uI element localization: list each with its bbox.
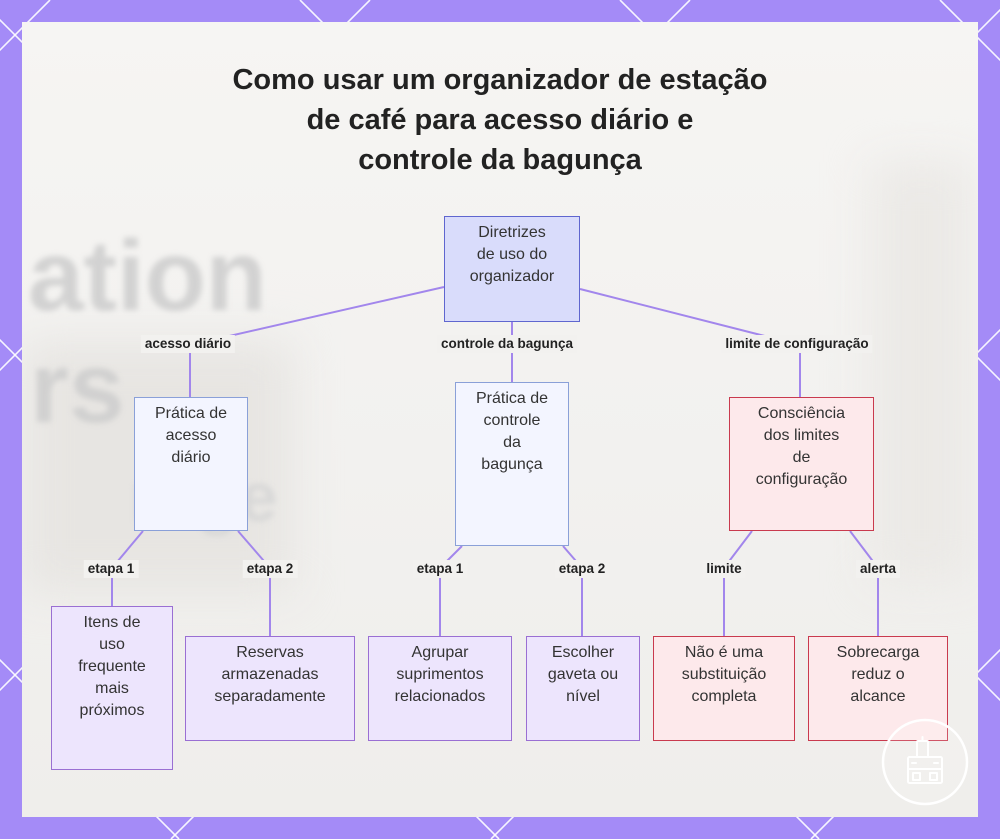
node-label-line: configuração (755, 471, 848, 488)
node-consciencia-limites-configuracao: Consciência dos limites de configuração (729, 397, 874, 531)
node-label-line: alcance (850, 688, 906, 705)
node-label-line: completa (691, 688, 757, 705)
edge-label-controle-bagunca: controle da bagunça (436, 335, 578, 353)
edge-label-etapa-1: etapa 1 (412, 560, 468, 578)
title-line: Como usar um organizador de estação (232, 64, 768, 96)
edge-label-limite: limite (702, 560, 746, 578)
edge-label-etapa-1: etapa 1 (83, 560, 139, 578)
node-escolher-gaveta-nivel: Escolher gaveta ou nível (526, 636, 640, 741)
node-pratica-acesso-diario: Prática de acesso diário (134, 397, 248, 531)
node-label-line: reduz o (851, 666, 905, 683)
background-text: rs (30, 332, 125, 444)
node-itens-uso-frequente: Itens de uso frequente mais próximos (51, 606, 173, 770)
node-label-line: Diretrizes (478, 224, 546, 241)
node-label-line: mais (95, 680, 129, 697)
node-diretrizes-uso-organizador: Diretrizes de uso do organizador (444, 216, 580, 322)
node-label-line: suprimentos (396, 666, 484, 683)
node-agrupar-suprimentos: Agrupar suprimentos relacionados (368, 636, 512, 741)
title-line: controle da bagunça (358, 144, 642, 176)
node-label-line: bagunça (481, 456, 543, 473)
node-label-line: separadamente (214, 688, 326, 705)
edge-label-etapa-2: etapa 2 (242, 560, 298, 578)
node-label-line: Sobrecarga (836, 644, 920, 661)
edge-label-limite-configuracao: limite de configuração (721, 335, 873, 353)
node-label-line: acesso (165, 427, 217, 444)
edge-label-alerta: alerta (855, 560, 901, 578)
node-label-line: dos limites (763, 427, 840, 444)
node-label-line: substituição (681, 666, 767, 683)
node-label-line: controle (483, 412, 541, 429)
node-label-line: frequente (78, 658, 146, 675)
node-label-line: relacionados (394, 688, 486, 705)
diagram-title: Como usar um organizador de estação de c… (0, 60, 1000, 180)
node-label-line: próximos (79, 702, 145, 719)
coffee-station-icon (881, 718, 969, 806)
node-label-line: organizador (469, 268, 555, 285)
node-label-line: nível (566, 688, 600, 705)
node-label-line: de uso do (476, 246, 548, 263)
node-label-line: de (792, 449, 811, 466)
edge-label-acesso-diario: acesso diário (140, 335, 236, 353)
edge-label-etapa-2: etapa 2 (554, 560, 610, 578)
node-label-line: Itens de (83, 614, 141, 631)
node-nao-substituicao-completa: Não é uma substituição completa (653, 636, 795, 741)
node-label-line: diário (171, 449, 211, 466)
node-label-line: Reservas (236, 644, 304, 661)
node-label-line: armazenadas (221, 666, 319, 683)
background-blur (872, 162, 972, 582)
node-label-line: Consciência (757, 405, 846, 422)
node-sobrecarga-reduz-alcance: Sobrecarga reduz o alcance (808, 636, 948, 741)
node-label-line: Prática de (475, 390, 549, 407)
title-line: de café para acesso diário e (306, 104, 694, 136)
node-label-line: uso (99, 636, 125, 653)
node-label-line: Não é uma (684, 644, 764, 661)
node-reservas-armazenadas: Reservas armazenadas separadamente (185, 636, 355, 741)
node-pratica-controle-bagunca: Prática de controle da bagunça (455, 382, 569, 546)
node-label-line: Prática de (154, 405, 228, 422)
background-text: ation (28, 220, 267, 332)
node-label-line: Escolher (551, 644, 615, 661)
node-label-line: gaveta ou (547, 666, 619, 683)
node-label-line: da (503, 434, 521, 451)
node-label-line: Agrupar (411, 644, 469, 661)
